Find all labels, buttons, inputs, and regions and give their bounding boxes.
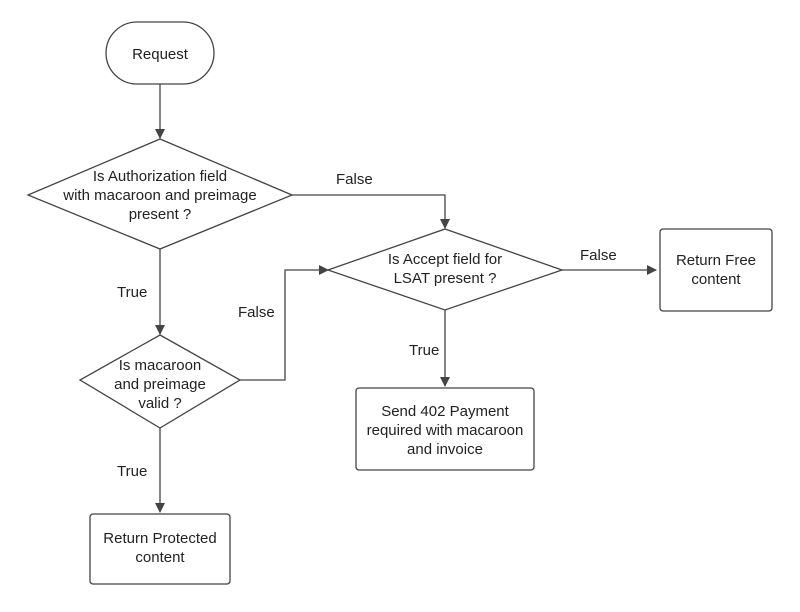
decision-valid-line-3: valid ? xyxy=(138,395,181,412)
edge-label-auth-false: False xyxy=(336,171,373,188)
edge-label-accept-false: False xyxy=(580,247,617,264)
process-free-line-2: content xyxy=(691,271,741,288)
edge-valid-false xyxy=(240,265,329,381)
process-send-402: Send 402 Payment required with macaroon … xyxy=(355,387,535,471)
decision-authorization-line-1: Is Authorization field xyxy=(93,168,227,185)
edge-label-valid-true: True xyxy=(117,463,147,480)
decision-accept-field: Is Accept field for LSAT present ? xyxy=(326,228,564,311)
decision-accept-line-2: LSAT present ? xyxy=(394,270,497,287)
process-protected-line-1: Return Protected xyxy=(103,530,216,547)
decision-authorization-line-2: with macaroon and preimage xyxy=(62,187,256,204)
start-node: Request xyxy=(105,21,215,85)
edge-label-auth-true: True xyxy=(117,284,147,301)
edge-labels: False True False True False True xyxy=(117,171,617,480)
process-free-line-1: Return Free xyxy=(676,252,756,269)
edge-label-valid-false: False xyxy=(238,304,275,321)
process-return-free: Return Free content xyxy=(659,228,773,312)
decision-valid-line-2: and preimage xyxy=(114,376,206,393)
edge-label-accept-true: True xyxy=(409,342,439,359)
process-protected-line-2: content xyxy=(135,549,185,566)
start-node-label: Request xyxy=(132,46,189,63)
decision-valid-line-1: Is macaroon xyxy=(119,357,202,374)
edge-auth-false xyxy=(292,194,450,229)
process-return-protected: Return Protected content xyxy=(89,513,231,585)
connectors xyxy=(155,84,657,513)
process-payment-line-2: required with macaroon xyxy=(367,422,524,439)
decision-macaroon-valid: Is macaroon and preimage valid ? xyxy=(78,334,242,429)
decision-accept-line-1: Is Accept field for xyxy=(388,251,502,268)
decision-authorization-line-3: present ? xyxy=(129,206,192,223)
process-payment-line-1: Send 402 Payment xyxy=(381,403,509,420)
decision-authorization: Is Authorization field with macaroon and… xyxy=(26,138,294,250)
process-payment-line-3: and invoice xyxy=(407,441,483,458)
